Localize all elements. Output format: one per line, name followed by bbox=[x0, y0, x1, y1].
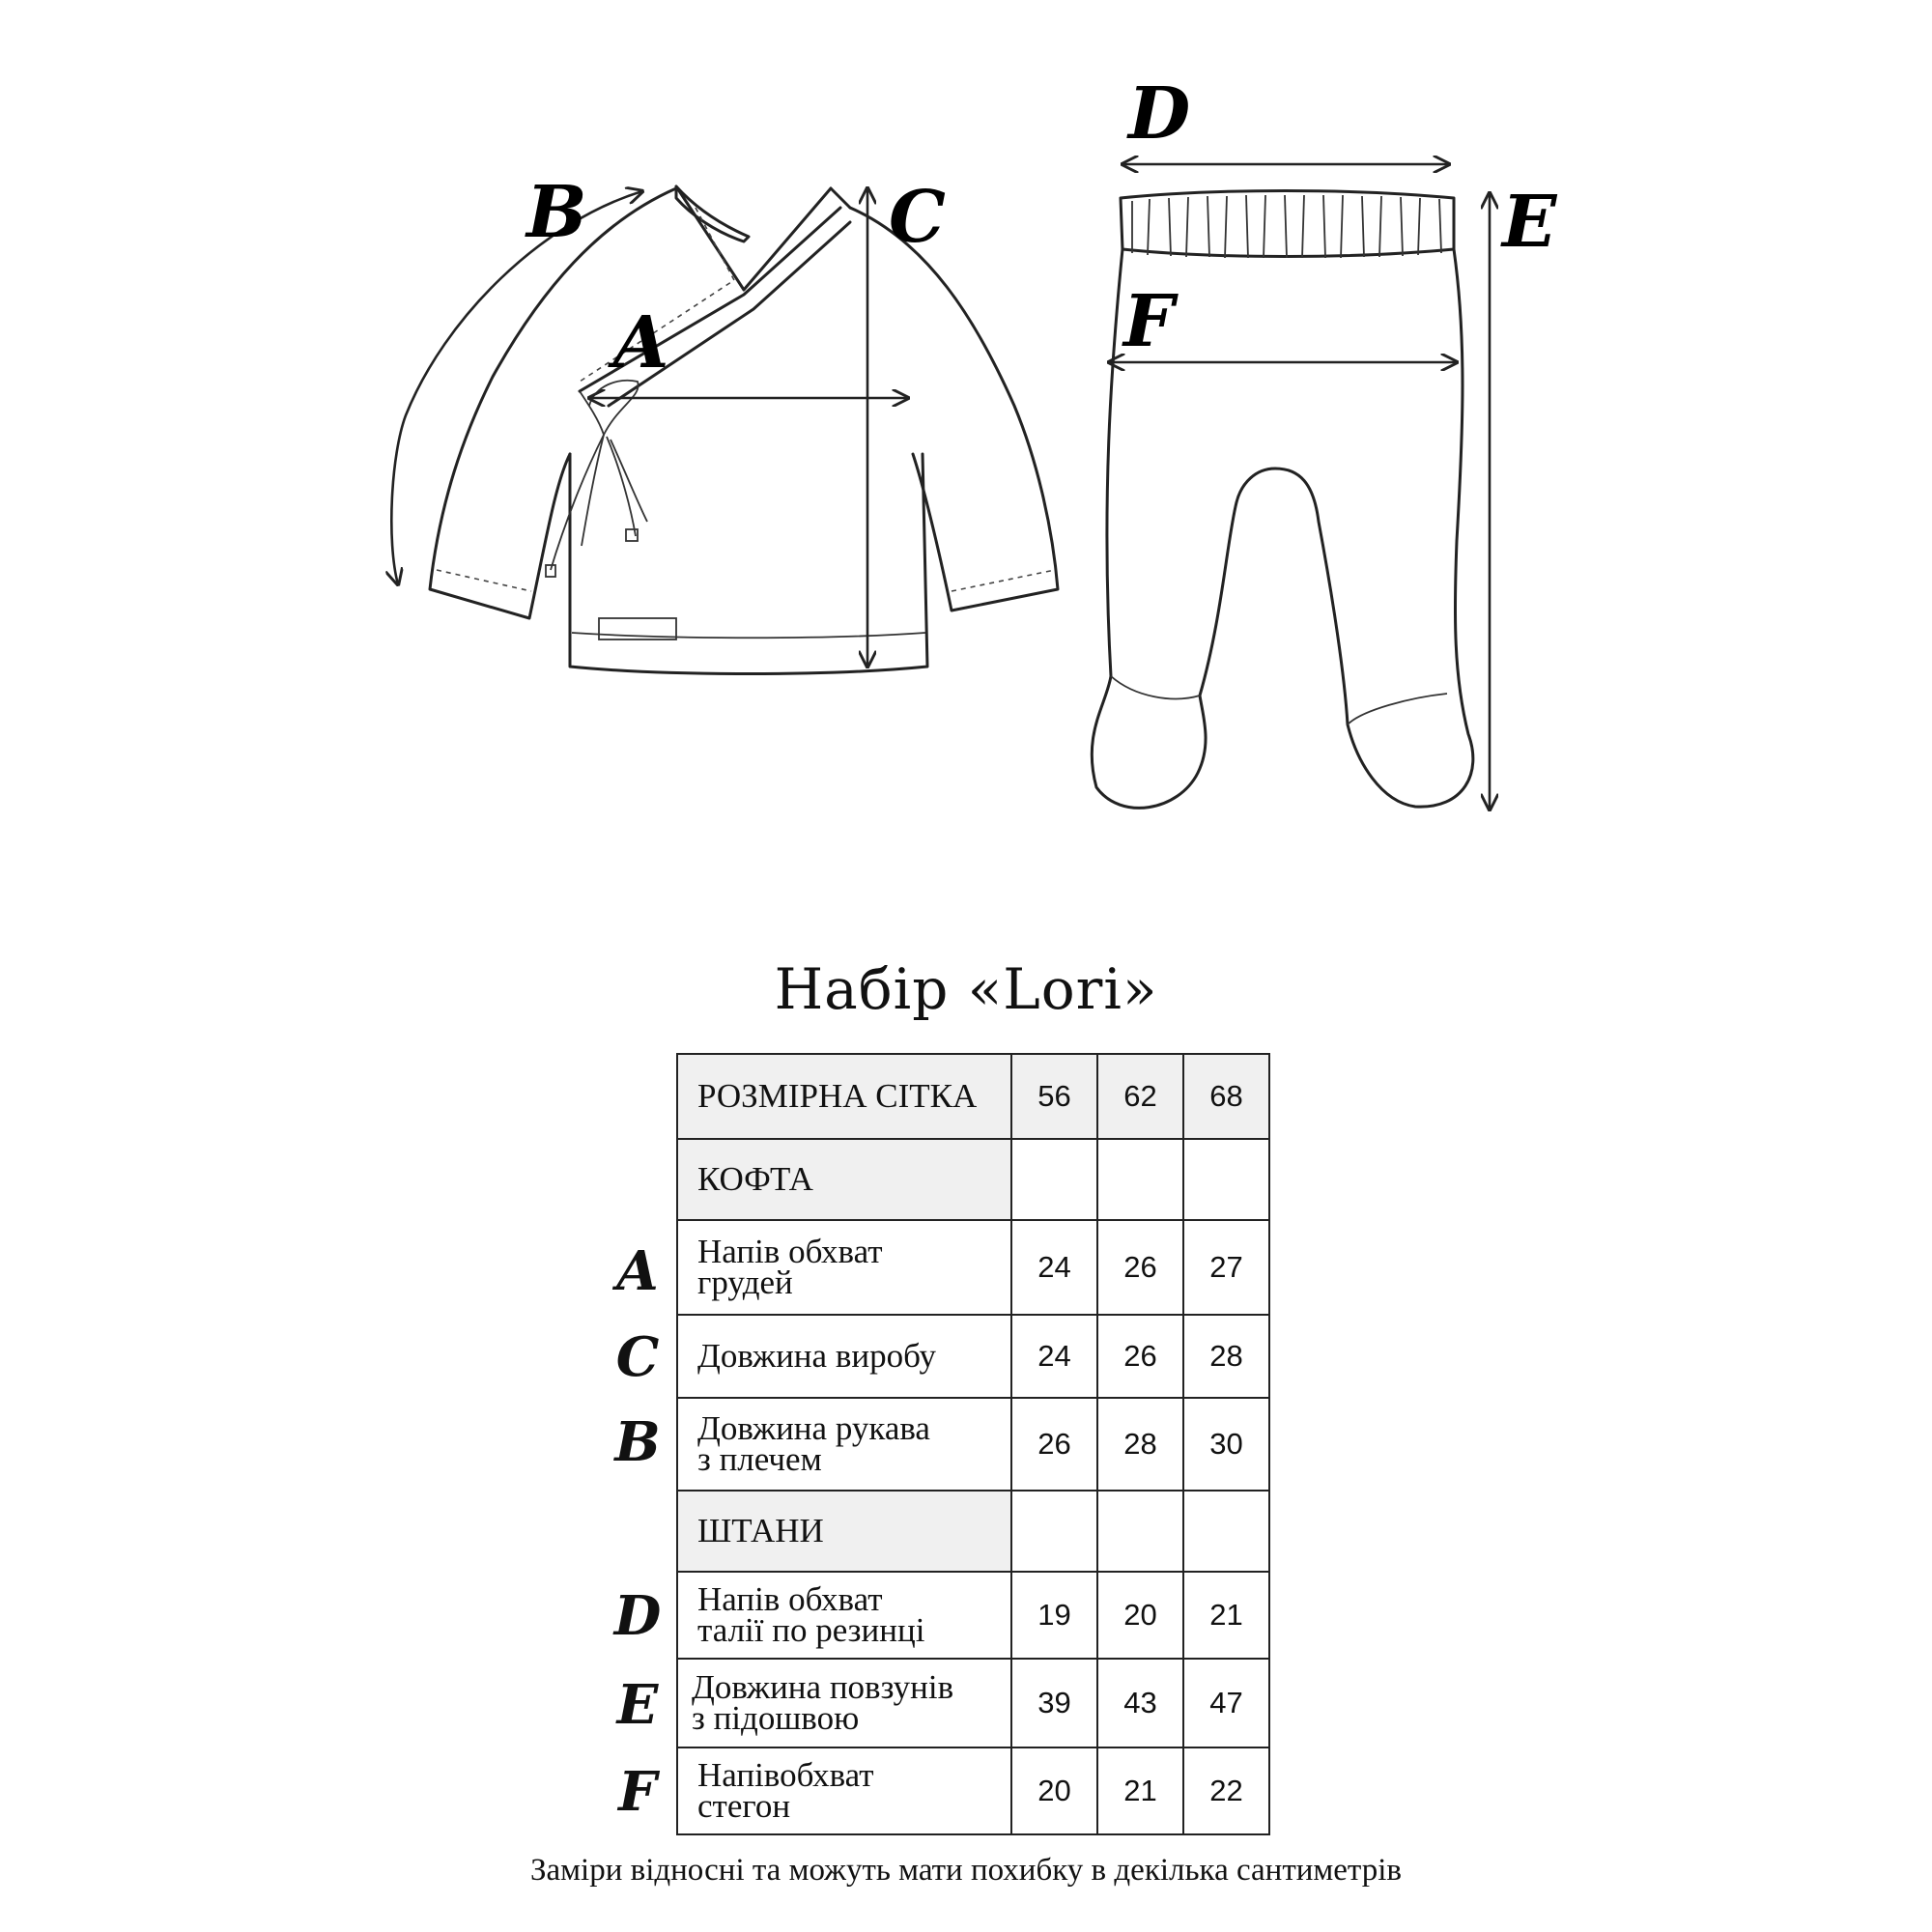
measurement-name-line: талії по резинці bbox=[697, 1611, 925, 1649]
section-name-kofta: КОФТА bbox=[676, 1138, 1012, 1221]
measurement-name-line: Напівобхват bbox=[697, 1756, 874, 1794]
header-size: 56 bbox=[1010, 1053, 1098, 1140]
measurement-value: 22 bbox=[1182, 1747, 1270, 1835]
row-letter-f: F bbox=[618, 1760, 657, 1824]
measurement-value: 20 bbox=[1096, 1571, 1184, 1660]
section-name-shtany: ШТАНИ bbox=[676, 1490, 1012, 1573]
measurement-value: 26 bbox=[1010, 1397, 1098, 1492]
sketch-label-b: B bbox=[525, 171, 587, 254]
measurement-name-line: стегон bbox=[697, 1787, 791, 1825]
header-size: 62 bbox=[1096, 1053, 1184, 1140]
header-size: 68 bbox=[1182, 1053, 1270, 1140]
size-table: РОЗМІРНА СІТКА 56 62 68 КОФТА Напів обхв… bbox=[676, 1053, 1270, 1835]
measurement-name-line: Напів обхват bbox=[697, 1580, 883, 1618]
measurement-value: 26 bbox=[1096, 1314, 1184, 1399]
measurement-value: 20 bbox=[1010, 1747, 1098, 1835]
jacket-drawing bbox=[391, 185, 1060, 675]
measurement-value: 43 bbox=[1096, 1658, 1184, 1748]
pants-drawing bbox=[1090, 164, 1490, 810]
row-letter-a: A bbox=[616, 1239, 659, 1303]
row-letter-c: C bbox=[615, 1325, 660, 1389]
measurement-value: 28 bbox=[1096, 1397, 1184, 1492]
section-row: ШТАНИ bbox=[676, 1490, 1270, 1573]
table-row: Довжина виробу 24 26 28 bbox=[676, 1314, 1270, 1399]
sketch-label-c: C bbox=[889, 176, 946, 259]
sketch-label-e: E bbox=[1500, 181, 1558, 264]
measurement-value: 27 bbox=[1182, 1219, 1270, 1316]
measurement-name-line: Довжина повзунів bbox=[692, 1668, 954, 1706]
sketch-label-a: A bbox=[608, 301, 668, 384]
sketch-label-d: D bbox=[1126, 72, 1190, 156]
measurement-value: 24 bbox=[1010, 1314, 1098, 1399]
row-letter-b: B bbox=[614, 1410, 661, 1474]
measurement-name-line: Довжина виробу bbox=[697, 1337, 937, 1375]
header-label: РОЗМІРНА СІТКА bbox=[676, 1053, 1012, 1140]
measurement-name-line: грудей bbox=[697, 1264, 793, 1301]
measurement-name-line: з плечем bbox=[697, 1440, 822, 1478]
measurement-name-line: Напів обхват bbox=[697, 1233, 883, 1270]
measurement-value: 19 bbox=[1010, 1571, 1098, 1660]
measurement-value: 26 bbox=[1096, 1219, 1184, 1316]
table-header-row: РОЗМІРНА СІТКА 56 62 68 bbox=[676, 1053, 1270, 1140]
measurement-value: 21 bbox=[1182, 1571, 1270, 1660]
row-letter-d: D bbox=[613, 1584, 662, 1648]
garment-sketch: B A C D E F bbox=[0, 72, 1558, 869]
section-row: КОФТА bbox=[676, 1138, 1270, 1221]
sketch-label-f: F bbox=[1122, 280, 1179, 363]
measurement-value: 47 bbox=[1182, 1658, 1270, 1748]
measurement-value: 30 bbox=[1182, 1397, 1270, 1492]
measurement-value: 28 bbox=[1182, 1314, 1270, 1399]
measurement-value: 21 bbox=[1096, 1747, 1184, 1835]
measurement-name-line: Довжина рукава bbox=[697, 1409, 930, 1447]
disclaimer-note: Заміри відносні та можуть мати похибку в… bbox=[529, 1853, 1403, 1888]
measurement-value: 39 bbox=[1010, 1658, 1098, 1748]
page-title: Набір «Lori» bbox=[774, 956, 1158, 1022]
measurement-name-line: з підошвою bbox=[692, 1699, 860, 1737]
measurement-name: Довжина виробу bbox=[676, 1314, 1012, 1399]
measurement-value: 24 bbox=[1010, 1219, 1098, 1316]
row-letter-e: E bbox=[616, 1673, 659, 1737]
